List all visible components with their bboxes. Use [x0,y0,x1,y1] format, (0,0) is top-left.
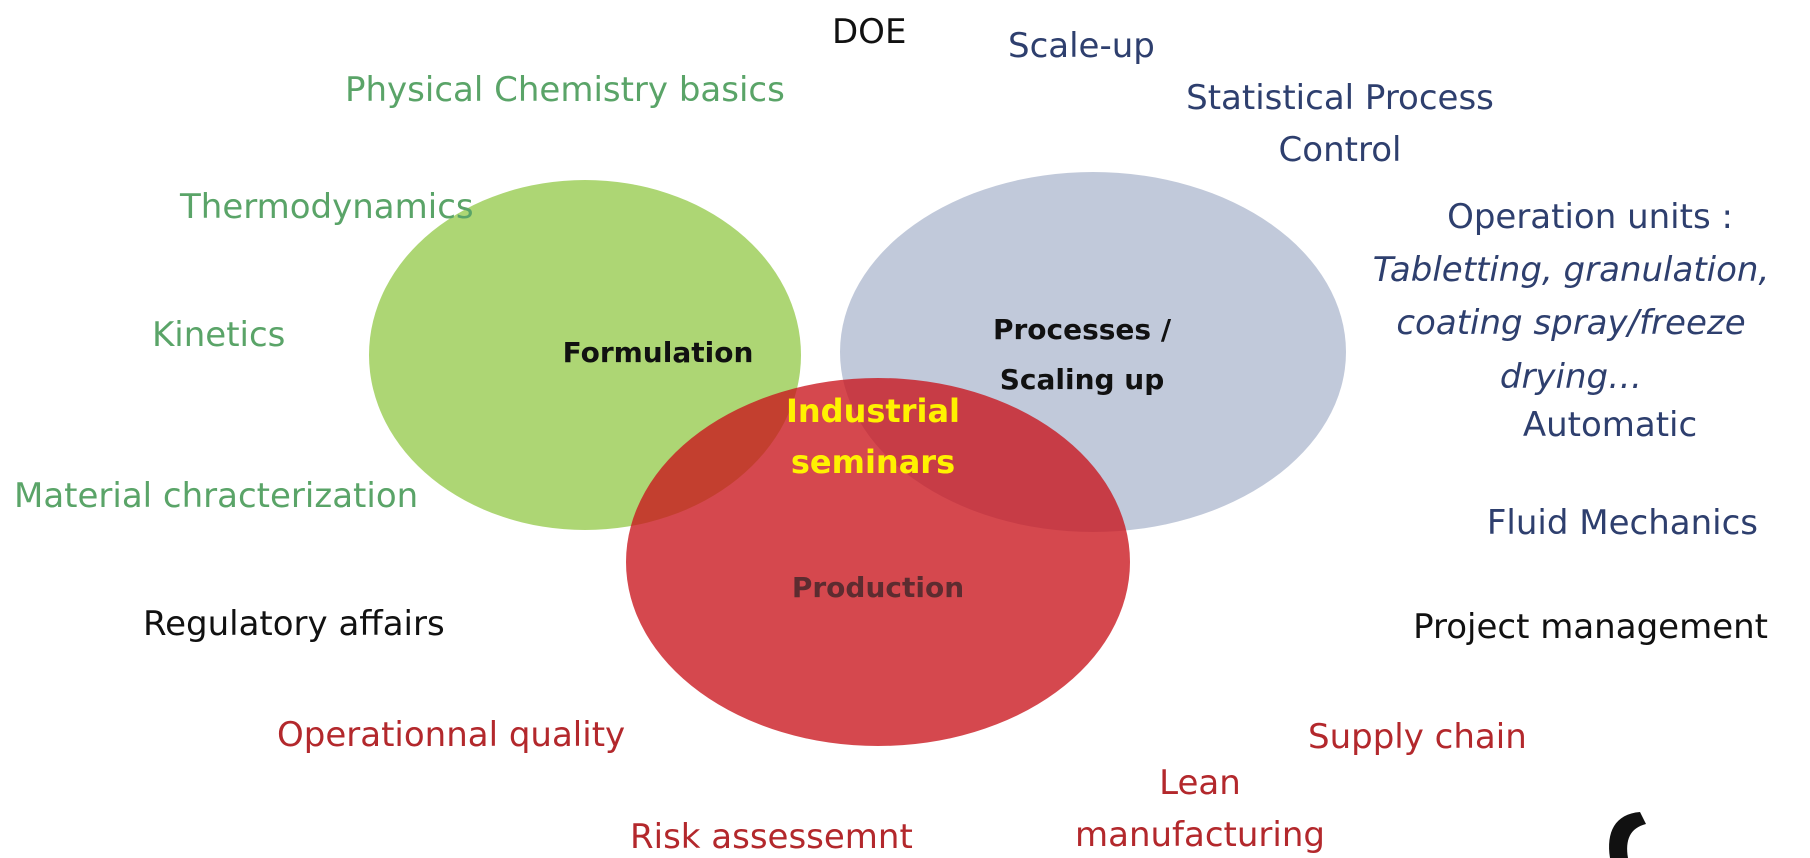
industrial-seminars-line2: seminars [790,443,956,481]
formulation-label: Formulation [562,336,754,369]
production-label: Production [791,571,965,604]
spc-label-line2: Control [1278,130,1402,170]
production-circle [626,378,1130,746]
fluid-mechanics-label: Fluid Mechanics [1486,503,1758,543]
regulatory-affairs-label: Regulatory affairs [143,604,445,644]
lean-label-line1: Lean [1159,763,1241,803]
operation-units-line2: coating spray/freeze [1396,303,1746,343]
thermodynamics-label: Thermodynamics [180,187,474,227]
corner-logo-icon [1609,812,1646,858]
project-management-label: Project management [1413,607,1768,647]
material-characterization-label: Material chracterization [14,476,419,516]
automatic-label: Automatic [1522,405,1698,445]
lean-label-line2: manufacturing [1075,815,1325,855]
operational-quality-label: Operationnal quality [277,715,626,755]
processes-label-line1: Processes / [992,313,1172,346]
supply-chain-label: Supply chain [1308,717,1527,757]
industrial-seminars-line1: Industrial [785,392,961,430]
kinetics-label: Kinetics [152,315,286,355]
operation-units-label: Operation units : [1447,197,1733,237]
operation-units-line1: Tabletting, granulation, [1372,250,1770,290]
doe-label: DOE [832,12,907,52]
processes-label-line2: Scaling up [999,363,1165,396]
operation-units-line3: drying… [1499,357,1643,397]
scale-up-label: Scale-up [1008,26,1155,66]
risk-assessment-label: Risk assessemnt [630,817,913,857]
spc-label-line1: Statistical Process [1186,78,1494,118]
physical-chemistry-label: Physical Chemistry basics [345,70,785,110]
